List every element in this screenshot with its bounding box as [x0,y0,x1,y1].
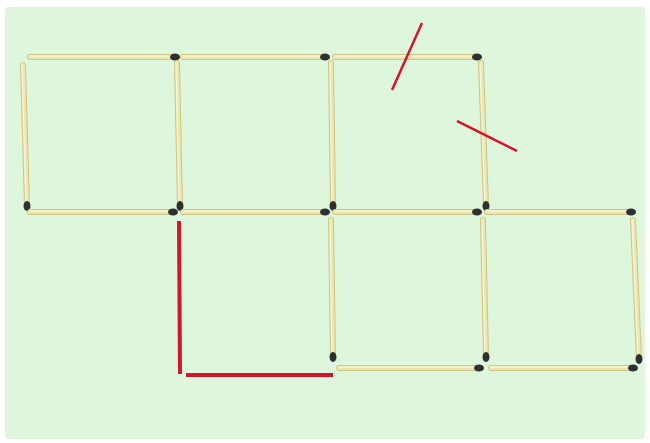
match-head-icon [628,365,638,372]
matchstick-mid-row-col2[interactable] [183,209,330,216]
match-head-icon [472,209,482,216]
match-head-icon [636,354,643,364]
matchstick-left-row1-col3[interactable] [330,63,337,211]
matchstick-top-row1-col1[interactable] [30,54,180,61]
matchstick-top-row1-col2[interactable] [183,54,330,61]
match-head-icon [483,352,490,362]
matchstick-mid-row-col1[interactable] [30,209,178,216]
match-head-icon [320,209,330,216]
puzzle-board [5,7,645,439]
match-head-icon [330,352,337,362]
matchstick-mid-row-col4[interactable] [487,209,636,216]
match-head-icon [168,209,178,216]
matchstick-mid-row-col3[interactable] [335,209,482,216]
matchstick-left-row1-col2[interactable] [176,63,184,211]
move-mark-move-mark-right [457,121,517,151]
matchstick-left-row2-col5[interactable] [632,220,643,364]
highlighted-match-removed-left-row2-col2 [179,221,180,374]
matchstick-left-row2-col3[interactable] [330,220,337,362]
matchstick-puzzle-canvas [5,7,645,439]
match-head-icon [626,209,636,216]
match-head-icon [170,54,180,61]
match-head-icon [320,54,330,61]
match-head-icon [474,365,484,372]
matchstick-bottom-row-col4[interactable] [491,365,638,372]
matchstick-left-row1-col1[interactable] [22,65,31,211]
matchstick-bottom-row-col3[interactable] [339,365,484,372]
matchstick-left-row2-col4[interactable] [482,220,490,362]
match-head-icon [472,54,482,61]
